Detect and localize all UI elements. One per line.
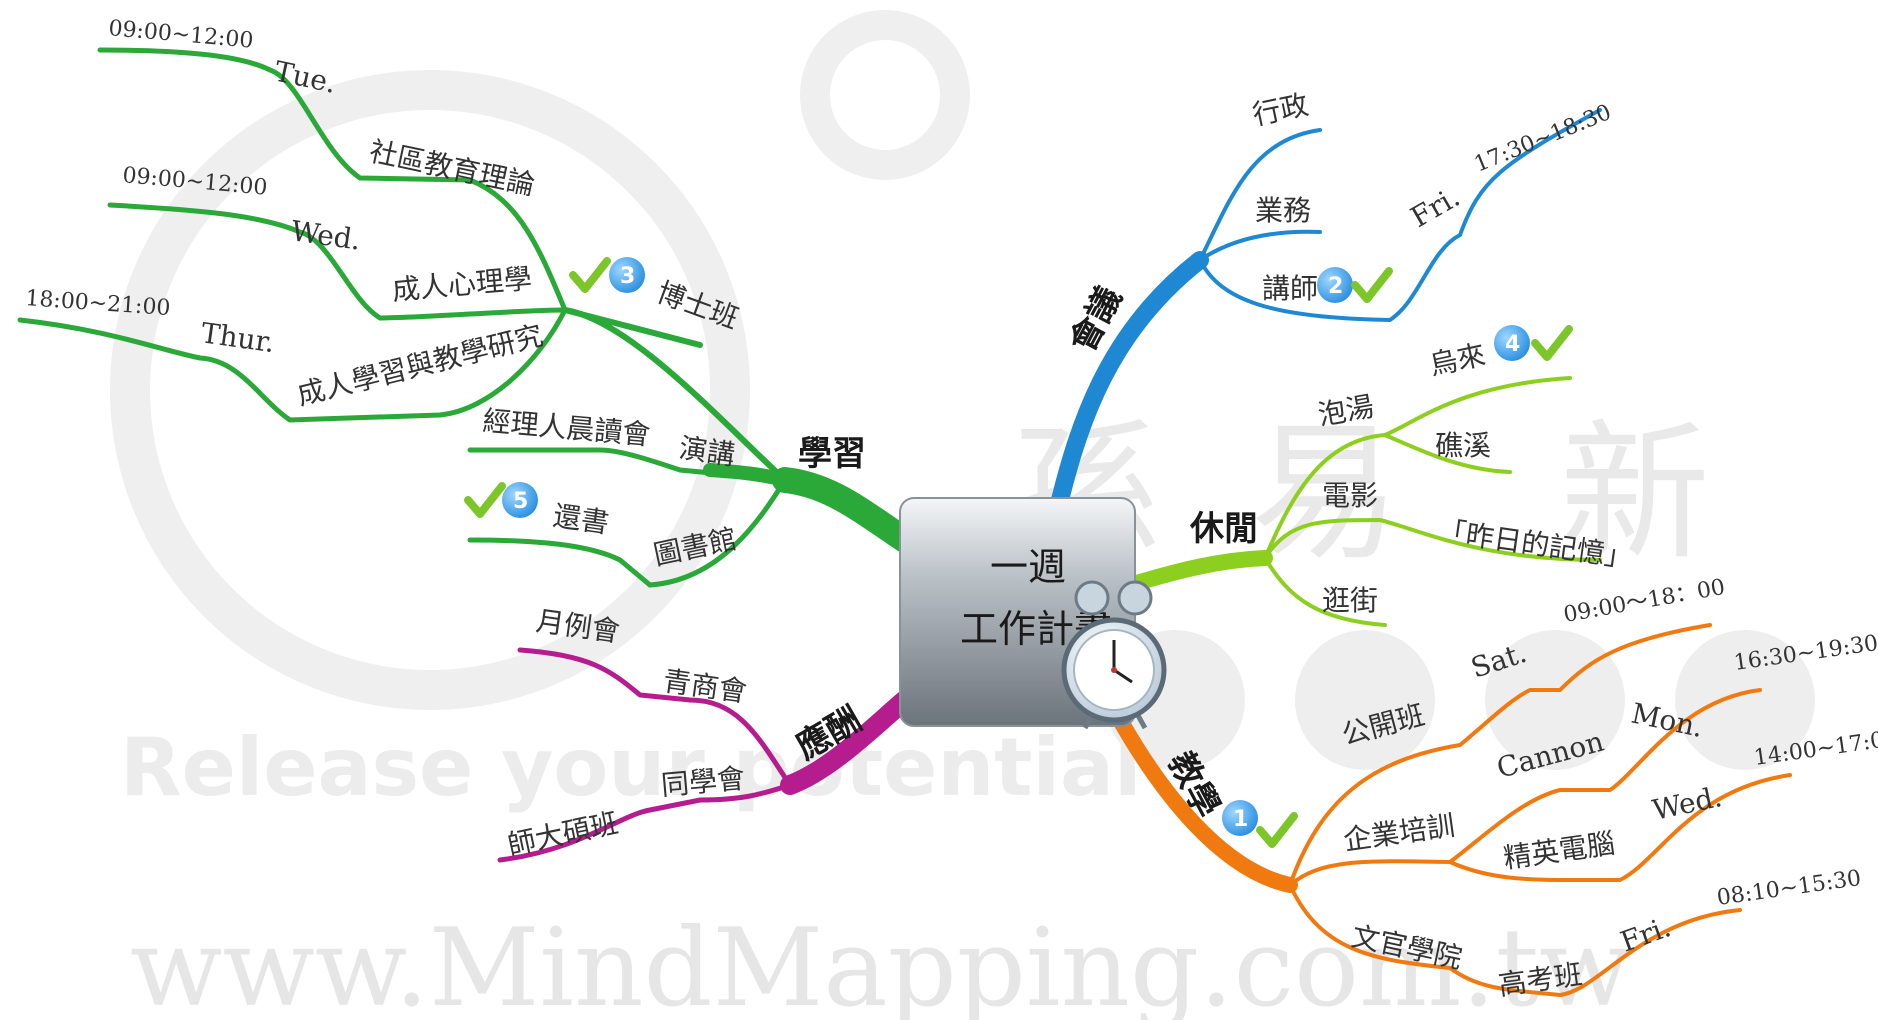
- node-speech-sub: 經理人晨讀會: [481, 404, 651, 452]
- center-node: 一週 工作計畫: [899, 497, 1167, 730]
- branch-line: [1198, 128, 1322, 262]
- branch-line: [1448, 773, 1792, 882]
- branch-line: [467, 447, 788, 483]
- svg-text:2: 2: [1328, 274, 1343, 299]
- node-day: Fri.: [1405, 180, 1465, 234]
- branch-teaching: [1112, 623, 1792, 998]
- priority-badge: 5: [502, 482, 538, 518]
- node-corp-training: 企業培訓: [1341, 809, 1457, 857]
- node-alumni-sub: 師大碩班: [505, 806, 621, 862]
- branch-line: [1288, 883, 1742, 998]
- center-title-line1: 一週: [990, 545, 1066, 589]
- alarm-clock-icon: [1061, 580, 1167, 730]
- priority-badge: 2: [1317, 267, 1353, 303]
- branch-line: [1051, 251, 1209, 509]
- watermark-circle: [1675, 630, 1815, 770]
- branch-line: [17, 307, 568, 423]
- node-alumni: 同學會: [660, 762, 747, 802]
- branch-line: [1122, 550, 1273, 593]
- branch-line: [1112, 712, 1298, 893]
- branch-line: [1288, 623, 1712, 887]
- node-course: 社區教育理論: [367, 135, 538, 202]
- watermark-char: 新: [1560, 407, 1710, 581]
- node-course: 成人學習與教學研究: [294, 319, 547, 412]
- check-icon: [464, 482, 506, 518]
- svg-text:5: 5: [513, 489, 528, 514]
- branch-line: [1198, 229, 1322, 262]
- node-day: Wed.: [1650, 780, 1725, 827]
- node-spa-2: 礁溪: [1435, 429, 1491, 462]
- node-course: 成人心理學: [391, 262, 533, 307]
- node-jaycees: 青商會: [661, 664, 749, 708]
- branch-line: [517, 647, 793, 788]
- branch-social: [497, 647, 915, 863]
- node-time: 09:00～18：00: [1562, 575, 1727, 628]
- node-time: 17:30~18:30: [1471, 100, 1615, 178]
- watermark-circle: [1295, 630, 1435, 770]
- branch-line: [107, 202, 568, 321]
- branch-label-learning: 學習: [798, 434, 866, 474]
- branch-label-leisure: 休閒: [1189, 509, 1258, 549]
- branch-line: [564, 307, 788, 483]
- node-movie: 電影: [1322, 479, 1378, 512]
- watermark-url: www.MindMapping.com.tw: [130, 906, 1632, 1020]
- branch-line: [1263, 556, 1387, 627]
- check-icon: [1351, 267, 1393, 303]
- node-speech: 演講: [677, 431, 737, 471]
- check-icon: [1531, 325, 1573, 361]
- node-day: Tue.: [272, 55, 340, 100]
- node-time: 08:10~15:30: [1715, 866, 1862, 911]
- branch-line: [772, 467, 918, 553]
- priority-badge: 1: [1222, 800, 1258, 836]
- check-icon: [1256, 812, 1298, 848]
- check-icon: [569, 257, 611, 293]
- branch-line: [497, 782, 793, 863]
- branch-line: [1383, 433, 1512, 474]
- node-spa-1: 烏來: [1427, 338, 1489, 382]
- watermark: 孫 易 新 Release your potential www.MindMap…: [110, 10, 1815, 1020]
- svg-text:4: 4: [1505, 332, 1520, 357]
- branch-line: [1263, 517, 1602, 562]
- branch-line: [467, 477, 788, 588]
- priority-badge: 4: [1494, 325, 1530, 361]
- node-shop: 逛街: [1322, 584, 1378, 617]
- node-lecturer: 講師: [1262, 272, 1318, 305]
- node-library-sub: 還書: [551, 499, 611, 539]
- branch-learning: [17, 47, 918, 588]
- node-corp-2: 精英電腦: [1501, 827, 1617, 875]
- watermark-ring-small: [800, 10, 970, 180]
- branch-line: [1288, 688, 1762, 887]
- node-day: Wed.: [289, 214, 363, 256]
- branch-line: [97, 47, 568, 313]
- priority-badge: 3: [609, 257, 645, 293]
- branch-leisure: [1122, 376, 1602, 627]
- node-business: 業務: [1255, 194, 1311, 227]
- svg-text:1: 1: [1233, 807, 1248, 832]
- branch-meeting: [1051, 108, 1602, 509]
- watermark-slogan: Release your potential: [120, 721, 1141, 814]
- svg-text:3: 3: [620, 264, 635, 289]
- branch-line: [780, 690, 915, 795]
- watermark-ring: [110, 70, 750, 710]
- node-day: Thur.: [199, 316, 277, 359]
- branch-line: [1198, 108, 1602, 323]
- node-admin: 行政: [1250, 88, 1312, 132]
